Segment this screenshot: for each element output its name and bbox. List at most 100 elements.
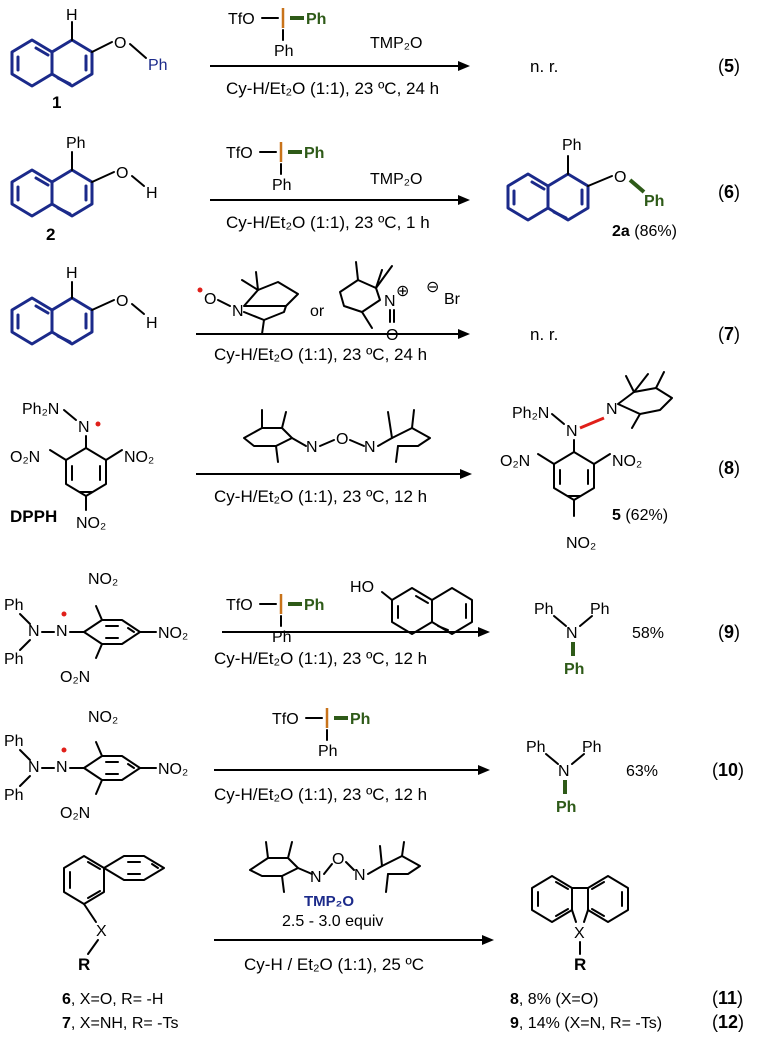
tmp2o-label: TMP₂O: [304, 893, 354, 910]
phenyl-label: Ph: [148, 57, 168, 74]
nitrogen-label: N: [232, 303, 244, 320]
phenyl-label: Ph: [556, 799, 576, 816]
phenyl-label: Ph: [306, 11, 326, 28]
radical-dot: [61, 747, 67, 753]
or-label: or: [310, 303, 325, 320]
product-2a-label: 2a (86%): [612, 223, 677, 240]
radical-dot: [95, 421, 101, 427]
equation-7: H O H O N or N ⊕ O: [10, 261, 740, 364]
oxygen-label: O: [204, 291, 216, 308]
compound-2-label: 2: [46, 225, 55, 244]
product-5: Ph₂N N N NO₂ O₂N NO₂ 5 (62%): [500, 371, 673, 552]
equation-number: (6): [718, 182, 740, 202]
r-label: R: [574, 955, 586, 974]
x-label: X: [574, 925, 585, 942]
nitrogen-label: N: [364, 439, 376, 456]
nitrogen-label: N: [28, 759, 40, 776]
tfo-label: TfO: [226, 145, 253, 162]
equation-8: Ph₂N N NO₂ O₂N NO₂ DPPH N O N: [10, 371, 740, 552]
conditions-text: Cy-H/Et₂O (1:1), 23 ºC, 1 h: [226, 213, 430, 232]
tmp2o-label: TMP₂O: [370, 35, 422, 52]
phenyl-label: Ph: [4, 787, 24, 804]
nitrogen-label: N: [558, 763, 570, 780]
reagent-2-naphthol: HO: [350, 579, 473, 635]
product-8-description: 8, 8% (X=O): [510, 991, 598, 1008]
phenyl-label: Ph: [562, 137, 582, 154]
nitrogen-label: N: [606, 401, 618, 418]
nitro-label: NO₂: [76, 515, 106, 532]
nitrogen-label: N: [78, 419, 90, 436]
equation-6: Ph O H 2 TfO Ph Ph TMP₂O Cy-H/Et₂O (1:1)…: [10, 135, 740, 244]
positive-charge: ⊕: [396, 283, 409, 300]
dpph-label: DPPH: [10, 507, 57, 526]
phenyl-label: Ph: [304, 597, 324, 614]
tfo-label: TfO: [228, 11, 255, 28]
phenyl-label: Ph: [534, 601, 554, 618]
phenyl-label: Ph: [526, 739, 546, 756]
phenyl-label: Ph: [4, 651, 24, 668]
nitro-label: NO₂: [124, 449, 154, 466]
x-label: X: [96, 923, 107, 940]
substrate-biaryl: X R: [63, 855, 165, 974]
product-triphenylamine: Ph N Ph Ph: [534, 601, 610, 678]
phenyl-label: Ph: [304, 145, 324, 162]
substrate-dpph: Ph N Ph N NO₂ NO₂ O₂N: [4, 709, 188, 822]
no-reaction-label: n. r.: [530, 325, 558, 344]
hydroxyl-label: HO: [350, 579, 374, 596]
reagent-diaryliodonium: TfO Ph Ph TMP₂O: [228, 8, 422, 60]
nitro-label: NO₂: [88, 571, 118, 588]
equation-number: (11): [712, 988, 743, 1008]
conditions-text: Cy-H/Et₂O (1:1), 23 ºC, 12 h: [214, 649, 427, 668]
phenyl-label: Ph: [590, 601, 610, 618]
r-label: R: [78, 955, 90, 974]
phenyl-label: Ph: [272, 177, 292, 194]
equation-number: (10): [712, 760, 744, 780]
yield-label: 58%: [632, 625, 664, 642]
phenyl-label: Ph: [644, 193, 664, 210]
phenyl-label: Ph: [66, 135, 86, 152]
nitro-label: NO₂: [566, 535, 596, 552]
radical-dot: [197, 287, 203, 293]
phenyl-label: Ph: [564, 661, 584, 678]
reagent-oxoammonium: N ⊕ O ⊖ Br: [339, 261, 461, 344]
nitrogen-label: N: [56, 623, 68, 640]
conditions-text: Cy-H/Et₂O (1:1), 23 ºC, 12 h: [214, 785, 427, 804]
negative-charge: ⊖: [426, 279, 439, 296]
product-triphenylamine: Ph N Ph Ph: [526, 739, 602, 816]
nitro-label: NO₂: [88, 709, 118, 726]
reagent-tmp2o: N O N: [243, 409, 431, 463]
phenyl-label: Ph: [274, 43, 294, 60]
nitro-label: O₂N: [60, 669, 90, 686]
equation-11-12: X R N O N TMP₂O 2.5 - 3.0 equiv Cy-H / E…: [62, 841, 744, 1032]
nitrogen-label: N: [306, 439, 318, 456]
bromide-label: Br: [444, 291, 461, 308]
equation-number: (12): [712, 1012, 744, 1032]
phenyl-label: Ph: [4, 597, 24, 614]
equation-5: H O Ph 1 TfO Ph Ph TMP₂O Cy-H/Et₂O (1:1)…: [10, 7, 740, 112]
hydrogen-label: H: [146, 315, 158, 332]
nitro-label: NO₂: [158, 761, 188, 778]
nitro-label: NO₂: [612, 453, 642, 470]
oxygen-label: O: [386, 327, 398, 344]
conditions-text: Cy-H/Et₂O (1:1), 23 ºC, 12 h: [214, 487, 427, 506]
substrate-2-naphthol: H O H: [10, 265, 158, 346]
new-n-n-bond: [579, 416, 605, 430]
nitrogen-label: N: [28, 623, 40, 640]
substrate-6-description: 6, X=O, R= -H: [62, 991, 163, 1008]
hydrogen-label: H: [66, 7, 78, 24]
equiv-label: 2.5 - 3.0 equiv: [282, 913, 383, 930]
reagent-diaryliodonium: TfO Ph Ph: [272, 708, 370, 760]
nitrogen-label: N: [566, 423, 578, 440]
equation-10: Ph N Ph N NO₂ NO₂ O₂N TfO Ph Ph: [4, 708, 744, 822]
equation-number: (5): [718, 56, 740, 76]
hydrogen-label: H: [66, 265, 78, 282]
oxygen-label: O: [614, 169, 626, 186]
reagent-diaryliodonium: TfO Ph Ph: [226, 594, 324, 646]
product-dibenzoheterocycle: X R: [531, 875, 629, 974]
compound-1-label: 1: [52, 93, 61, 112]
reagent-tmp2o: N O N TMP₂O 2.5 - 3.0 equiv: [249, 841, 421, 930]
phenyl-label: Ph: [272, 629, 292, 646]
oxygen-label: O: [116, 293, 128, 310]
nitrogen-label: N: [566, 625, 578, 642]
nitro-label: O₂N: [500, 453, 530, 470]
